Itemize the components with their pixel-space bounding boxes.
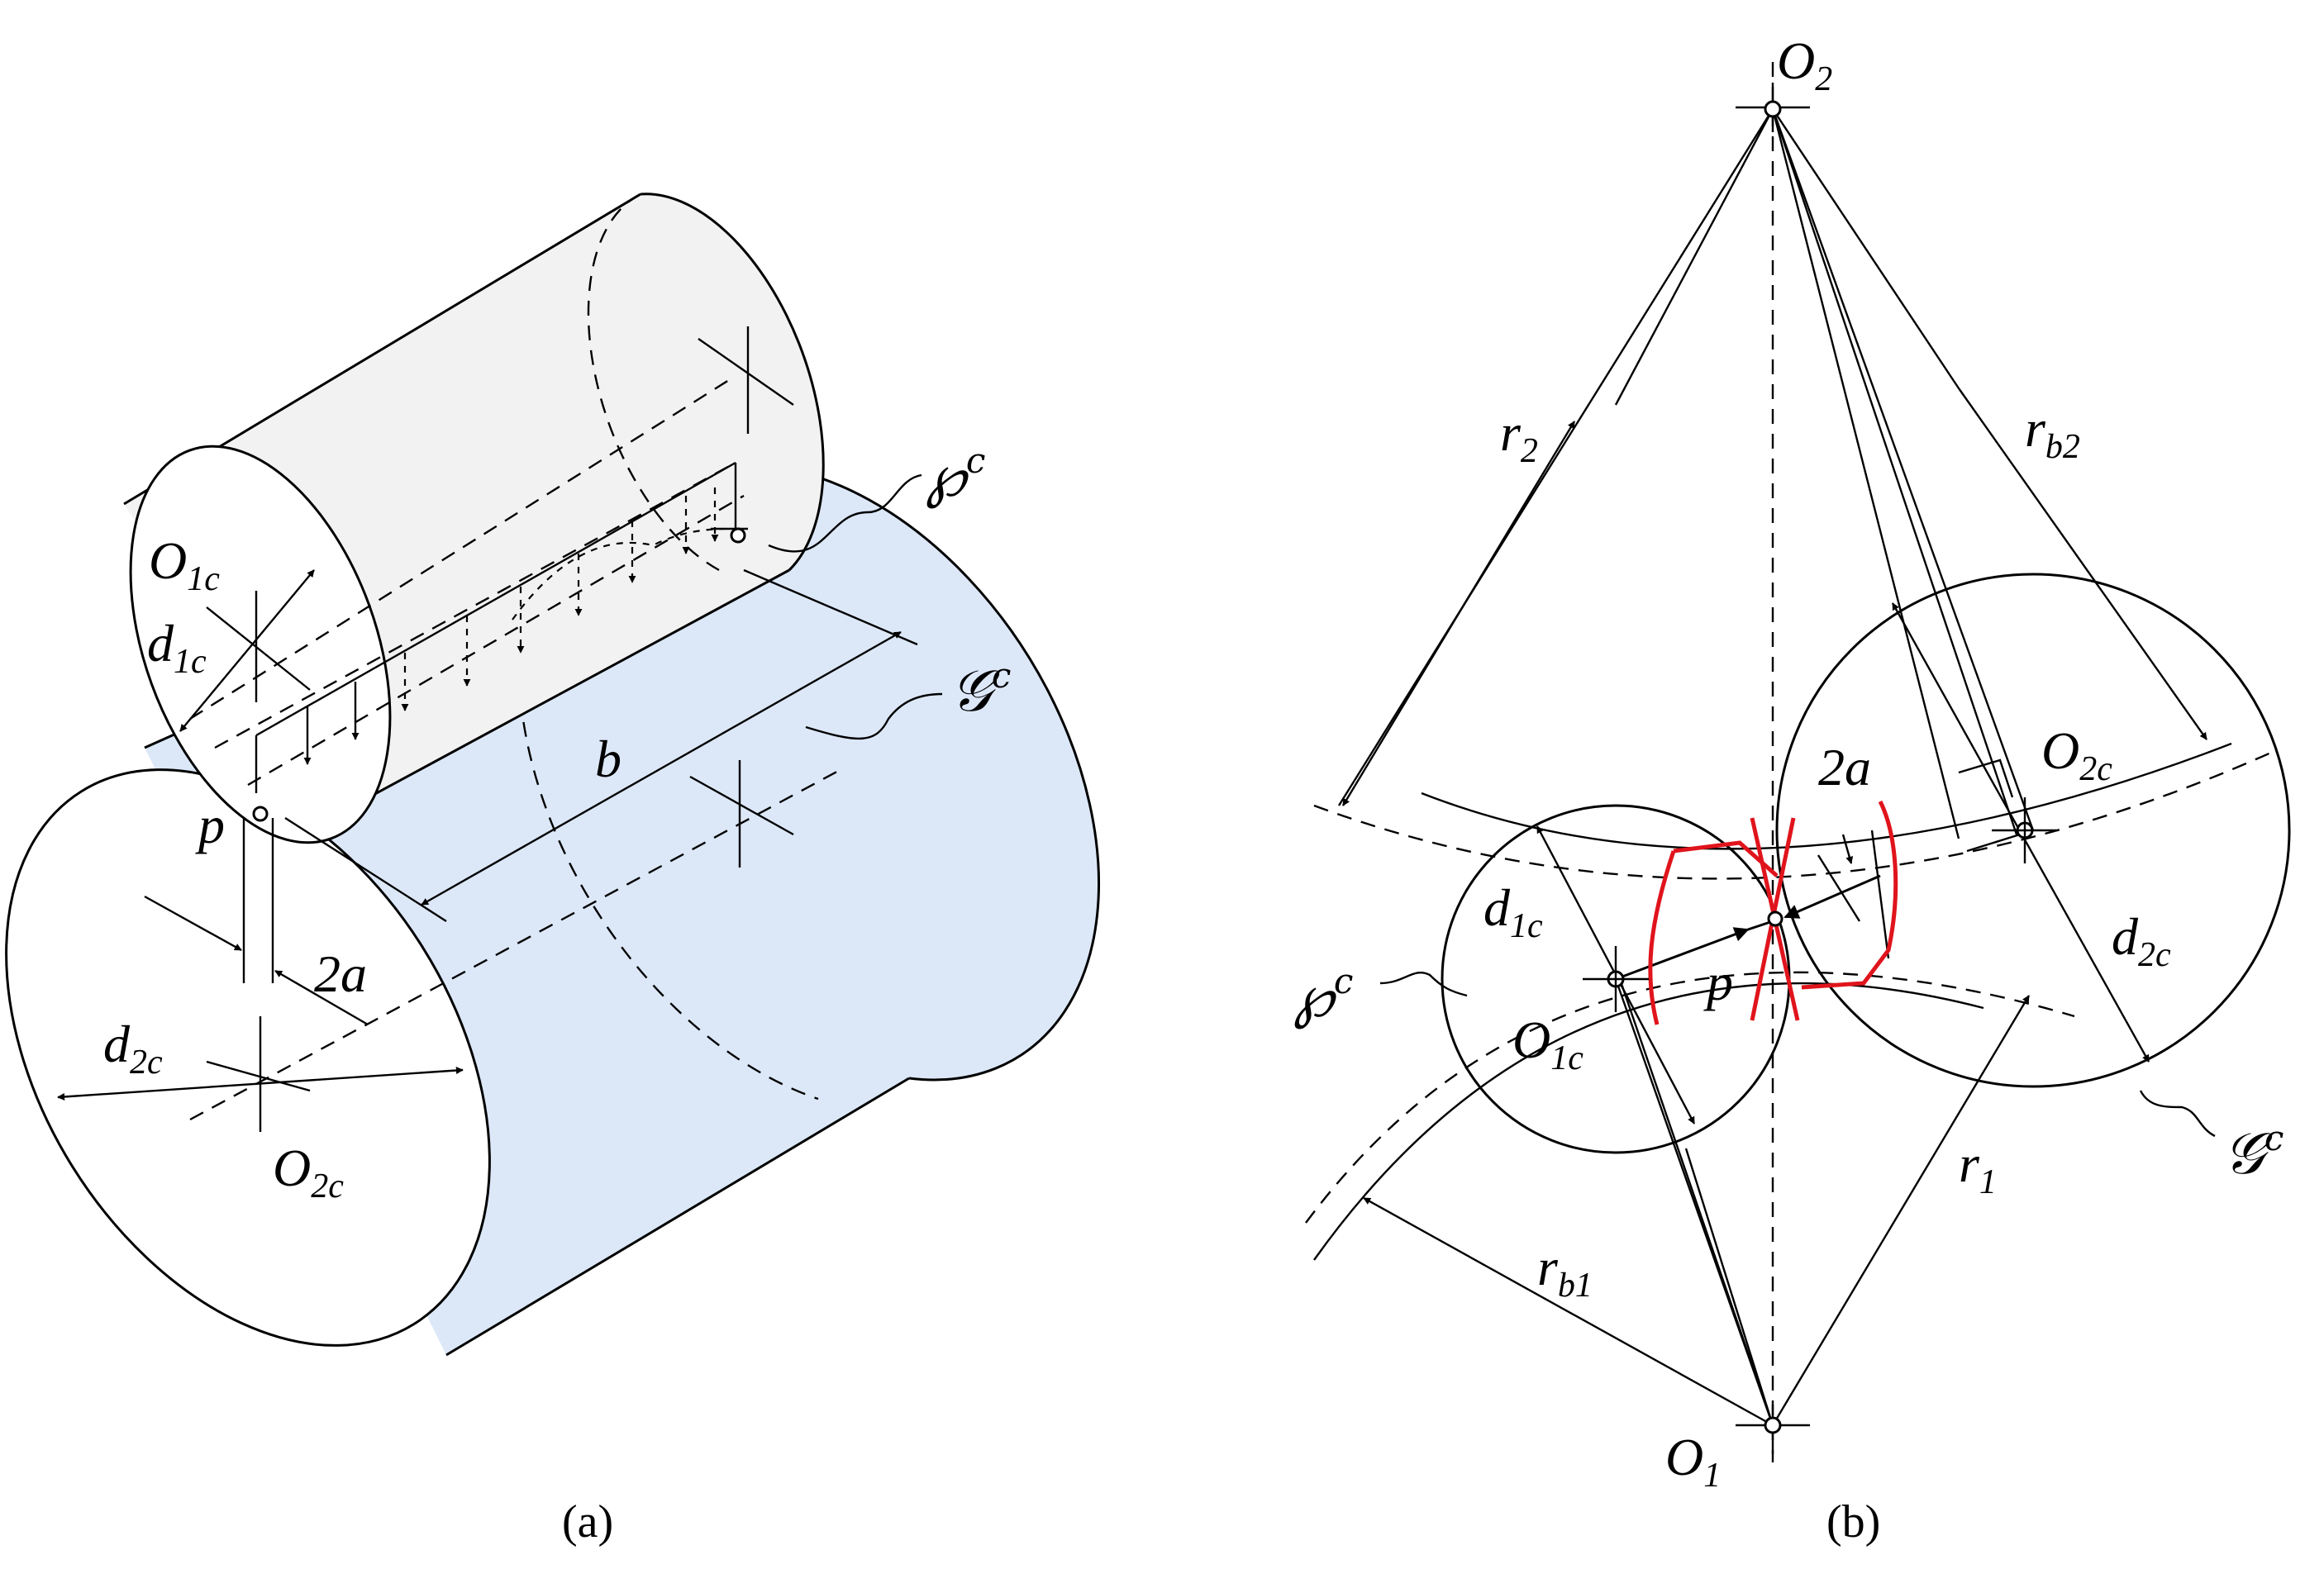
label-O2c-a: O2c (273, 1139, 344, 1205)
label-r1-b: r1 (1959, 1134, 1997, 1201)
panel-b: O2 O1 r2 rb2 r1 rb1 O2c O1c d1c d2c 2a p… (1293, 31, 2291, 1548)
g-curve-leader-a (805, 692, 943, 740)
label-2a-b: 2a (1818, 738, 1871, 796)
r1-dimension-b (1771, 995, 2031, 1426)
rb1-dimension-b (1363, 1196, 1774, 1427)
label-P-curve-b: ℘c (1293, 961, 1353, 1030)
label-O1c-a: O1c (149, 531, 220, 598)
label-rb1-b: rb1 (1537, 1238, 1593, 1305)
label-O1-b: O1 (1665, 1428, 1721, 1495)
point-O1 (1764, 1416, 1782, 1434)
label-d1c-a: d1c (147, 614, 207, 681)
far-contact-point-a (730, 527, 746, 544)
r2-dimension-b (1341, 421, 1576, 806)
label-r2-b: r2 (1500, 403, 1538, 470)
label-O2-b: O2 (1777, 31, 1832, 98)
base-arc-lower-b (1313, 982, 1984, 1261)
p-curve-leader-a (768, 473, 922, 553)
label-rb2-b: rb2 (2025, 399, 2080, 466)
d1c-dimension-a (179, 569, 315, 732)
g-curve-leader-b (2139, 1090, 2216, 1138)
contact-point-b (1767, 910, 1783, 927)
b-dimension-a (284, 568, 918, 923)
rb2-dimension-b (1958, 387, 2207, 740)
label-d2c-b: d2c (2112, 907, 2171, 974)
lower-cylinder-front-face (5, 768, 491, 1347)
label-2a-a: 2a (314, 944, 367, 1003)
p-curve-leader-b (1379, 972, 1468, 997)
contact-point-a (252, 806, 269, 822)
label-O1c-b: O1c (1512, 1010, 1583, 1077)
caption-b: (b) (1826, 1496, 1880, 1548)
point-O2 (1764, 100, 1782, 118)
label-G-curve-b: 𝒢c (2223, 1118, 2284, 1187)
2a-dimension-a (144, 818, 369, 1026)
panel-a: O1c d1c p 2a b d2c O2c ℘c 𝒢c (a) (5, 193, 1101, 1548)
d2c-dimension-a (57, 1067, 464, 1101)
label-P-curve-a: ℘c (926, 440, 985, 510)
label-O2c-b: O2c (2041, 721, 2112, 788)
circle-d2c-b (1775, 573, 2291, 1088)
label-p-b: p (1703, 953, 1733, 1011)
label-d1c-b: d1c (1483, 878, 1543, 945)
caption-a: (a) (562, 1496, 613, 1548)
pitch-arc-upper-b (1313, 750, 2274, 880)
label-p-a: p (195, 796, 225, 854)
label-b-a: b (595, 730, 621, 788)
right-angle-mark-b (1958, 758, 2014, 798)
label-d2c-a: d2c (103, 1015, 163, 1082)
